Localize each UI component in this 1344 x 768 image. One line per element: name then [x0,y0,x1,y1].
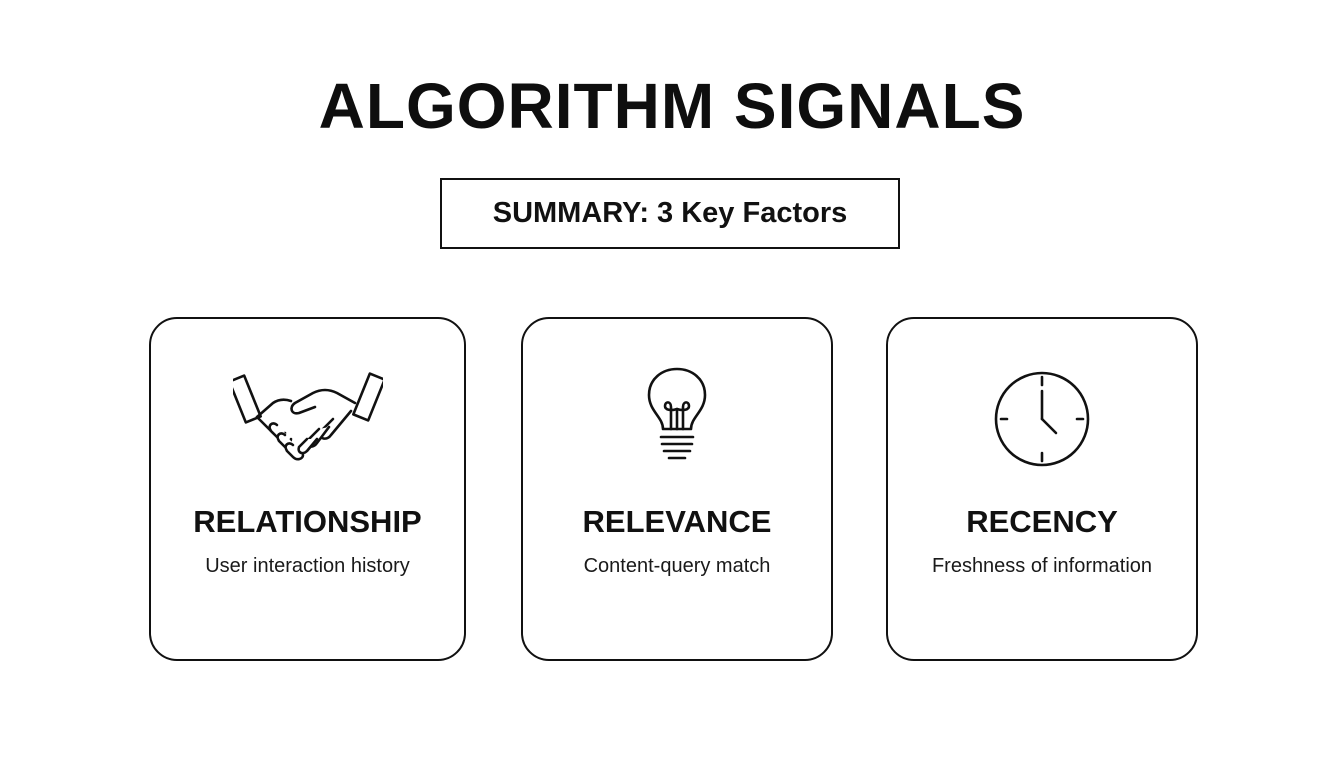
handshake-icon [151,363,464,473]
summary-box: SUMMARY: 3 Key Factors [440,178,900,249]
summary-label: SUMMARY: 3 Key Factors [492,197,848,229]
card-heading: RELEVANCE [582,504,772,539]
clock-icon [888,363,1196,473]
card-description: Freshness of information [931,555,1153,577]
card-heading: RECENCY [966,504,1118,539]
card-description: User interaction history [205,555,410,577]
page-title: ALGORITHM SIGNALS [318,70,1026,142]
card-relationship: RELATIONSHIP User interaction history [149,317,466,661]
lightbulb-icon [523,363,831,473]
card-recency: RECENCY Freshness of information [886,317,1198,661]
card-relevance: RELEVANCE Content-query match [521,317,833,661]
card-description: Content-query match [583,555,771,577]
card-heading: RELATIONSHIP [193,504,422,539]
